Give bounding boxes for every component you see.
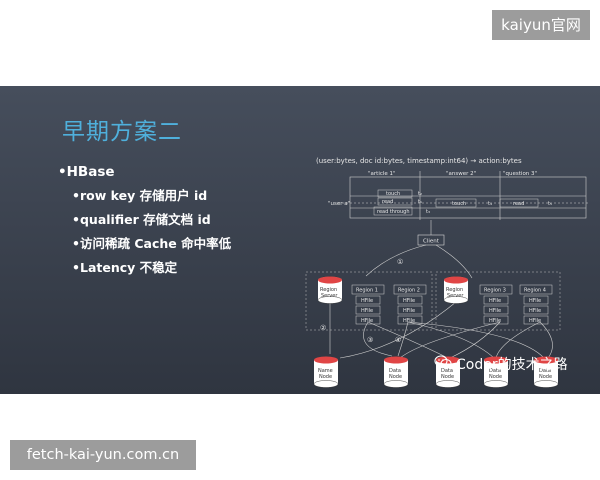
- node-label: Node: [489, 374, 502, 380]
- watermark-text: Coder的技术之路: [456, 357, 568, 373]
- bullet-item: •Latency 不稳定: [72, 260, 178, 275]
- node-label: Data: [389, 368, 401, 374]
- hfile-label: HFile: [361, 308, 373, 314]
- bullet-item: •qualifier 存储文档 id: [72, 212, 211, 227]
- step-marker: ①: [397, 258, 403, 266]
- node-cap: [384, 356, 408, 364]
- step-marker: ②: [320, 324, 326, 332]
- hfile-label: HFile: [529, 308, 541, 314]
- hfile-label: HFile: [529, 318, 541, 324]
- hfile-label: HFile: [361, 318, 373, 324]
- region-label: Region 1: [356, 288, 378, 294]
- table-cell: read: [382, 199, 393, 205]
- node-label: Node: [389, 374, 402, 380]
- column-header: "question 3": [503, 171, 537, 177]
- region-server-cap: [444, 276, 468, 284]
- connection-lines: [329, 244, 553, 359]
- node-cap: [314, 356, 338, 364]
- table-cell: read through: [377, 209, 410, 215]
- bullet-item: •访问稀疏 Cache 命中率低: [72, 236, 232, 251]
- region-server-label: Region: [320, 287, 337, 293]
- node-label: Node: [539, 374, 552, 380]
- region-label: Region 3: [484, 288, 506, 294]
- node-cap: [484, 356, 508, 364]
- column-header: "article 1": [368, 171, 396, 177]
- hfile-label: HFile: [361, 298, 373, 304]
- bullet-list: •HBase •row key 存储用户 id •qualifier 存储文档 …: [58, 164, 231, 281]
- bullet-item: •row key 存储用户 id: [72, 188, 208, 203]
- hfile-label: HFile: [403, 298, 415, 304]
- region-server-cap: [318, 276, 342, 284]
- node-label: Name: [318, 368, 333, 374]
- presentation-slide: 早期方案二 •HBase •row key 存储用户 id •qualifier…: [0, 86, 600, 394]
- table-cell: t₅: [548, 201, 552, 207]
- step-marker: ③: [367, 336, 373, 344]
- table-cell: touch: [386, 191, 400, 197]
- node-label: Data: [441, 368, 453, 374]
- node-cap: [534, 356, 558, 364]
- node-label: Node: [319, 374, 332, 380]
- table-cell: t₁: [418, 199, 422, 205]
- bullet-item: •HBase: [58, 164, 115, 180]
- bottom-watermark-badge: fetch-kai-yun.com.cn: [10, 440, 196, 470]
- region-label: Region 4: [524, 288, 546, 294]
- source-watermark: Coder的技术之路: [434, 354, 568, 374]
- schema-formula: (user:bytes, doc id:bytes, timestamp:int…: [316, 157, 522, 165]
- hfile-label: HFile: [529, 298, 541, 304]
- region-label: Region 2: [398, 288, 420, 294]
- top-watermark-badge: kaiyun官网: [492, 10, 590, 40]
- wechat-icon: [434, 355, 452, 373]
- hfile-label: HFile: [403, 318, 415, 324]
- row-label: "user a": [328, 201, 350, 207]
- hfile-label: HFile: [489, 318, 501, 324]
- column-header: "answer 2": [446, 171, 476, 177]
- region-server-label: Server: [447, 293, 464, 299]
- client-label: Client: [423, 239, 440, 245]
- data-table-grid: [338, 171, 590, 220]
- table-cell: t₄: [488, 201, 492, 207]
- table-cell: touch: [452, 201, 466, 207]
- table-cell: t₃: [426, 209, 430, 215]
- hfile-label: HFile: [489, 308, 501, 314]
- slide-title: 早期方案二: [62, 119, 182, 145]
- table-cell: read: [513, 201, 524, 207]
- step-marker: ④: [395, 336, 401, 344]
- node-label: Node: [441, 374, 454, 380]
- region-server-label: Region: [446, 287, 463, 293]
- node-label: Data: [539, 368, 551, 374]
- node-label: Data: [489, 368, 501, 374]
- region-server-label: Server: [321, 293, 338, 299]
- hfile-label: HFile: [403, 308, 415, 314]
- hfile-label: HFile: [489, 298, 501, 304]
- table-cell: t₂: [418, 191, 422, 197]
- hbase-architecture-diagram: (user:bytes, doc id:bytes, timestamp:int…: [305, 157, 590, 388]
